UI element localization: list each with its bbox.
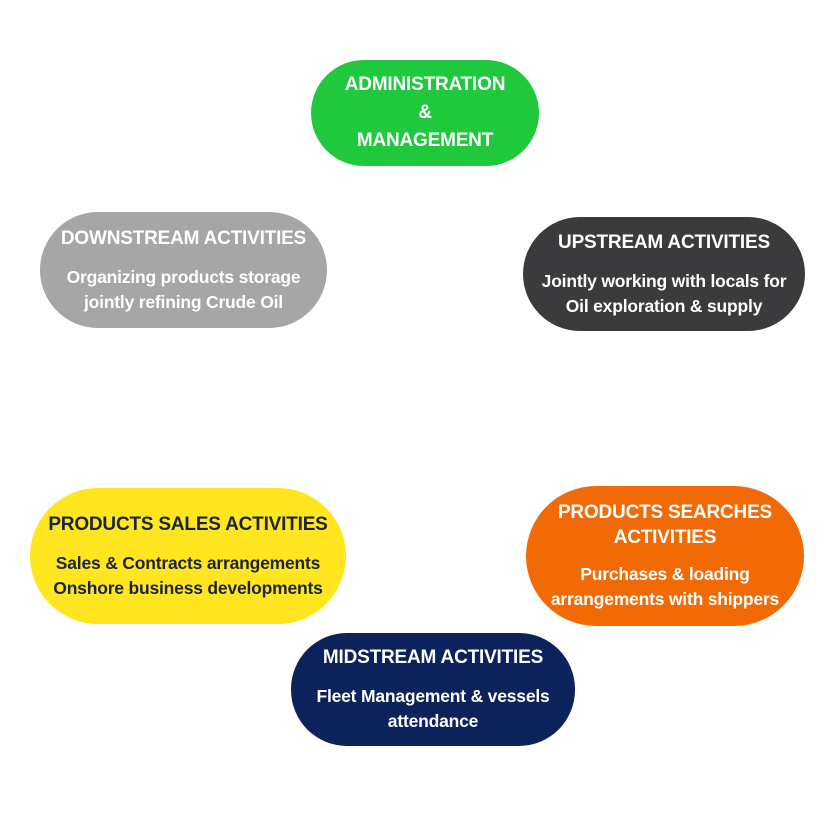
node-downstream-activities: DOWNSTREAM ACTIVITIES Organizing product…: [40, 212, 327, 328]
node-sales-description: Sales & Contracts arrangements Onshore b…: [53, 552, 323, 598]
node-midstream-description: Fleet Management & vessels attendance: [316, 686, 550, 731]
node-midstream-activities: MIDSTREAM ACTIVITIES Fleet Management & …: [291, 633, 575, 746]
node-searches-title: PRODUCTS SEARCHES ACTIVITIES: [557, 502, 773, 548]
node-admin-title: ADMINISTRATION & MANAGEMENT: [344, 74, 506, 151]
node-downstream-title: DOWNSTREAM ACTIVITIES: [60, 227, 307, 249]
node-upstream-description: Jointly working with locals for Oil expl…: [541, 270, 787, 316]
node-sales-title: PRODUCTS SALES ACTIVITIES: [48, 513, 328, 535]
node-upstream-activities: UPSTREAM ACTIVITIES Jointly working with…: [523, 217, 805, 331]
node-midstream-title: MIDSTREAM ACTIVITIES: [322, 647, 544, 668]
node-downstream-description: Organizing products storage jointly refi…: [66, 266, 301, 312]
node-administration-management: ADMINISTRATION & MANAGEMENT: [311, 60, 539, 166]
node-searches-description: Purchases & loading arrangements with sh…: [550, 564, 780, 609]
node-upstream-title: UPSTREAM ACTIVITIES: [558, 231, 770, 253]
node-products-sales-activities: PRODUCTS SALES ACTIVITIES Sales & Contra…: [30, 488, 346, 624]
node-products-searches-activities: PRODUCTS SEARCHES ACTIVITIES Purchases &…: [526, 486, 804, 626]
